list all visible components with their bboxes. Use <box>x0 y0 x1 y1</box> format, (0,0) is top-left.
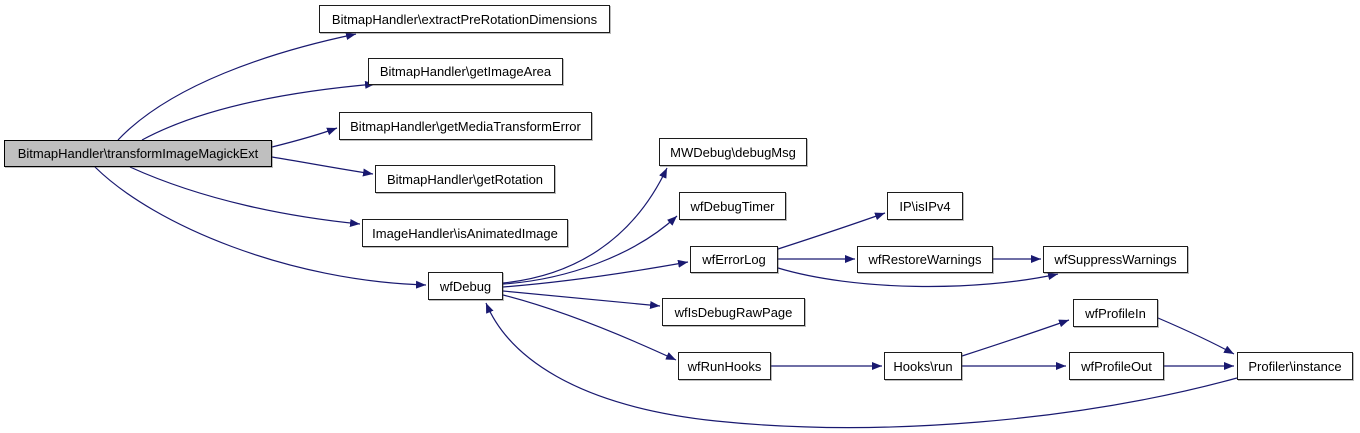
node-transform-image-magick-ext: BitmapHandler\transformImageMagickExt <box>4 140 272 167</box>
edge-transform-image-magick-ext-to-get-rotation <box>271 156 374 177</box>
edge-wf-debug-to-wf-run-hooks <box>502 294 677 361</box>
edge-wf-debug-to-mw-debug-msg <box>502 167 668 284</box>
edge-transform-image-magick-ext-to-extract-pre-rotation-dimensions <box>117 32 357 141</box>
edge-wf-debug-to-wf-error-log <box>502 259 689 288</box>
edge-transform-image-magick-ext-to-get-media-transform-error <box>271 127 338 148</box>
edge-wf-profile-in-to-profiler-instance <box>1157 317 1235 355</box>
node-wf-debug-timer[interactable]: wfDebugTimer <box>679 192 786 220</box>
edge-transform-image-magick-ext-to-get-image-area <box>141 80 376 141</box>
edge-wf-error-log-to-wf-suppress-warnings <box>777 267 1059 288</box>
node-get-image-area[interactable]: BitmapHandler\getImageArea <box>368 58 563 85</box>
edge-wf-debug-to-wf-debug-timer <box>502 215 678 285</box>
node-wf-is-debug-raw-page[interactable]: wfIsDebugRawPage <box>662 298 805 326</box>
edge-wf-error-log-to-ip-is-ipv4 <box>777 212 886 250</box>
node-get-rotation[interactable]: BitmapHandler\getRotation <box>375 165 555 193</box>
edge-wf-debug-to-wf-is-debug-raw-page <box>502 290 661 310</box>
node-wf-suppress-warnings[interactable]: wfSuppressWarnings <box>1043 246 1188 273</box>
node-wf-profile-out[interactable]: wfProfileOut <box>1069 352 1164 380</box>
node-is-animated-image[interactable]: ImageHandler\isAnimatedImage <box>362 219 568 247</box>
node-wf-restore-warnings[interactable]: wfRestoreWarnings <box>857 246 993 273</box>
node-wf-run-hooks[interactable]: wfRunHooks <box>678 352 771 380</box>
node-wf-profile-in[interactable]: wfProfileIn <box>1073 299 1158 327</box>
node-get-media-transform-error[interactable]: BitmapHandler\getMediaTransformError <box>339 112 592 140</box>
node-hooks-run[interactable]: Hooks\run <box>884 352 962 380</box>
node-ip-is-ipv4[interactable]: IP\isIPv4 <box>887 192 963 220</box>
node-wf-error-log[interactable]: wfErrorLog <box>690 246 778 273</box>
node-wf-debug[interactable]: wfDebug <box>428 272 503 300</box>
edge-hooks-run-to-wf-profile-in <box>961 319 1070 357</box>
edge-profiler-instance-to-wf-debug <box>485 302 1238 429</box>
node-mw-debug-msg[interactable]: MWDebug\debugMsg <box>659 138 807 166</box>
edge-transform-image-magick-ext-to-wf-debug <box>94 166 427 289</box>
node-profiler-instance[interactable]: Profiler\instance <box>1237 352 1353 380</box>
edge-transform-image-magick-ext-to-is-animated-image <box>129 166 361 227</box>
node-extract-pre-rotation-dimensions[interactable]: BitmapHandler\extractPreRotationDimensio… <box>319 5 610 33</box>
